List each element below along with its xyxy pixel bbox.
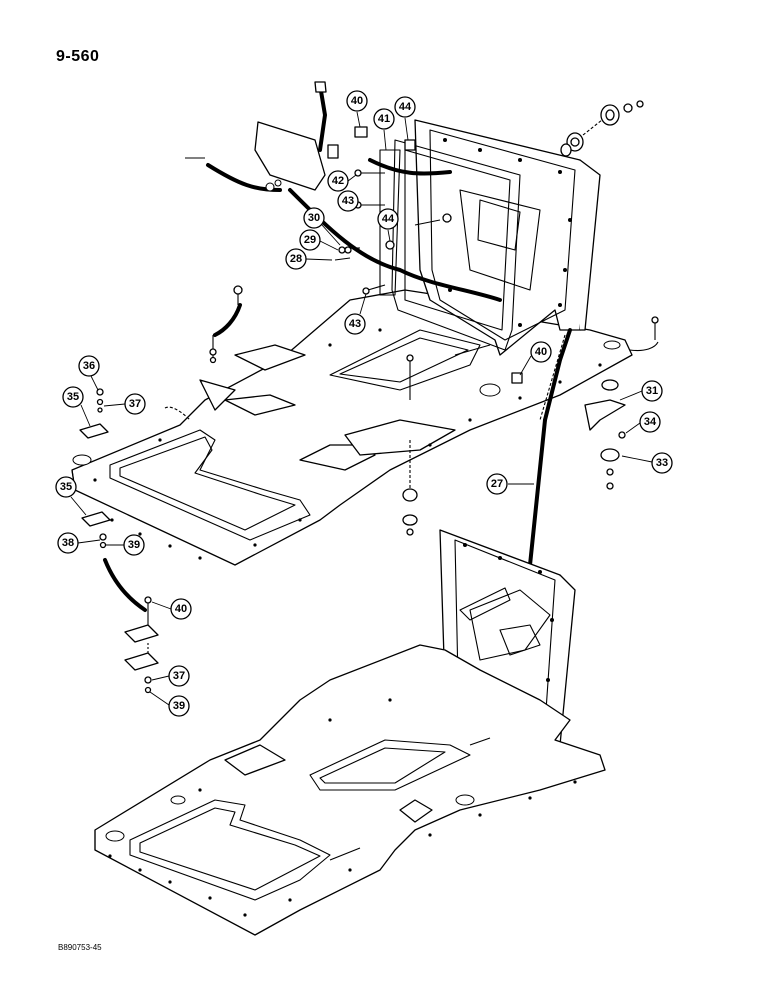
callout-label: 36: [83, 360, 95, 372]
callout-33: 33: [621, 452, 673, 474]
callout-label: 33: [656, 457, 668, 469]
callout-label: 30: [308, 212, 320, 224]
callout-40: 40: [346, 90, 368, 128]
callout-42: 42: [327, 170, 357, 192]
callout-label: 43: [342, 195, 354, 207]
callout-37-b: 37: [151, 665, 190, 687]
callout-36: 36: [78, 355, 100, 391]
callout-label: 39: [173, 700, 185, 712]
callout-label: 27: [491, 478, 503, 490]
callout-label: 41: [378, 113, 390, 125]
callout-label: 42: [332, 175, 344, 187]
page-number: 9-560: [56, 48, 100, 65]
callout-39-b: 39: [149, 691, 190, 717]
right-cable: [528, 328, 572, 567]
callout-label: 40: [351, 95, 363, 107]
callout-label: 37: [129, 398, 141, 410]
callouts: 40 44 41 42 43 30 44 29: [55, 90, 673, 717]
callout-label: 31: [646, 385, 658, 397]
callout-label: 40: [535, 346, 547, 358]
upper-seat-frame: [414, 119, 601, 356]
callout-35-b: 35: [55, 476, 87, 516]
callout-label: 39: [128, 539, 140, 551]
callout-label: 28: [290, 253, 302, 265]
callout-label: 40: [175, 603, 187, 615]
callout-label: 37: [173, 670, 185, 682]
callout-40-c: 40: [151, 598, 192, 620]
callout-40-b: 40: [519, 341, 552, 376]
callout-41: 41: [373, 108, 395, 151]
callout-29: 29: [299, 229, 339, 251]
callout-44: 44: [394, 96, 416, 141]
callout-43: 43: [337, 190, 359, 212]
lower-floor-plate: [94, 644, 606, 936]
lower-left-hardware: [103, 558, 159, 694]
drawing-code: B890753-45: [58, 943, 102, 952]
callout-37: 37: [103, 393, 146, 415]
upper-gasket-frame: [379, 139, 521, 351]
callout-38: 38: [57, 532, 101, 554]
callout-43-b: 43: [344, 293, 367, 335]
callout-label: 44: [399, 101, 412, 113]
callout-39: 39: [106, 534, 145, 556]
callout-44-b: 44: [377, 208, 399, 242]
callout-label: 35: [67, 391, 79, 403]
callout-27: 27: [486, 473, 534, 495]
callout-34: 34: [625, 411, 661, 434]
callout-label: 34: [644, 416, 657, 428]
callout-label: 29: [304, 234, 316, 246]
callout-label: 44: [382, 213, 395, 225]
upper-access-cover: [185, 81, 339, 192]
callout-label: 38: [62, 537, 74, 549]
callout-label: 35: [60, 481, 72, 493]
callout-31: 31: [619, 380, 663, 402]
upper-hardware: [79, 100, 659, 549]
callout-35: 35: [62, 386, 91, 427]
callout-label: 43: [349, 318, 361, 330]
upper-floor-plate: [71, 289, 633, 566]
callout-30: 30: [303, 207, 341, 246]
callout-28: 28: [285, 248, 333, 270]
